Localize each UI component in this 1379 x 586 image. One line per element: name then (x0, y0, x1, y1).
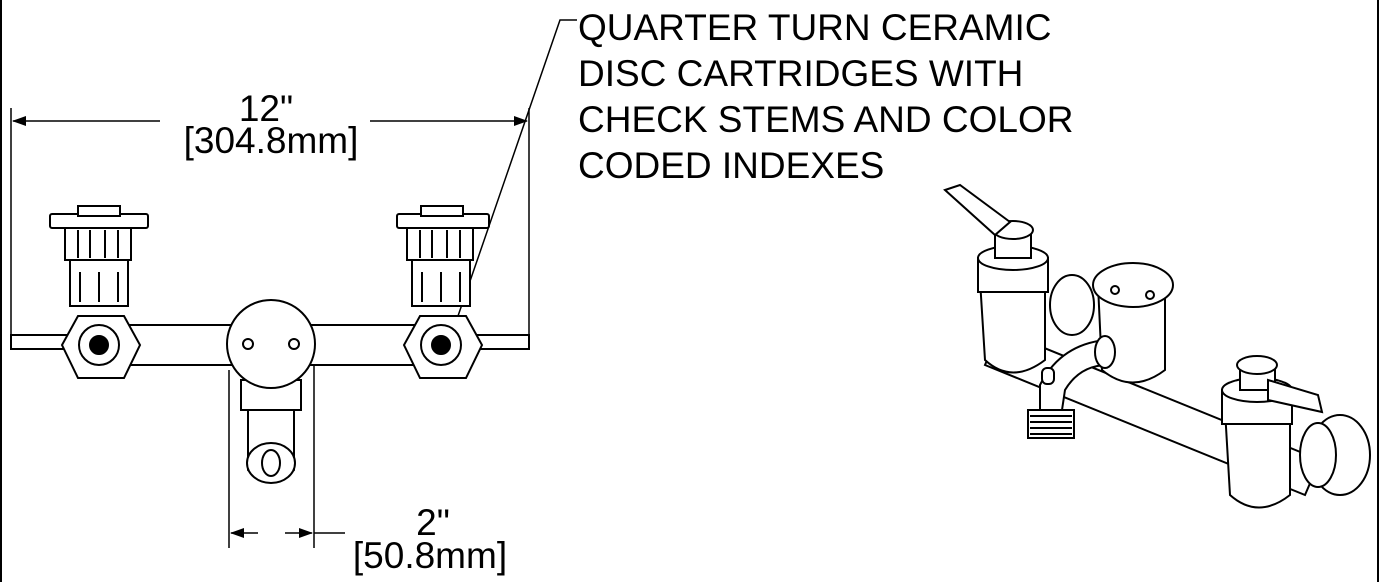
callout-leader-line (447, 19, 577, 346)
front-view (10, 205, 530, 484)
callout-line-2: DISC CARTRIDGES WITH (578, 53, 1024, 94)
overall-width-mm: [304.8mm] (183, 120, 359, 161)
right-handle-top (420, 205, 464, 217)
overall-width-inches: 12" (238, 88, 294, 129)
iso-right-lever (1267, 378, 1324, 414)
hub-screw-right (288, 338, 300, 350)
iso-flange-left (1049, 274, 1095, 336)
center-hub (226, 299, 316, 389)
iso-spout-collar (1094, 335, 1116, 369)
spout-outlet-hole (261, 449, 281, 477)
left-index-screw (89, 335, 109, 355)
right-valve (396, 205, 490, 379)
iso-hub-screw-right (1145, 290, 1155, 300)
hub-screw-left (242, 338, 254, 350)
iso-right-valve-body (1223, 409, 1291, 509)
iso-hub-screw-left (1110, 285, 1120, 295)
left-bonnet-nut (64, 227, 132, 261)
iso-left-valve-body (978, 279, 1046, 374)
spout-offset-mm: [50.8mm] (352, 535, 508, 576)
isometric-view (943, 183, 1371, 509)
left-handle-top (77, 205, 121, 217)
right-bonnet-nut (406, 227, 474, 261)
right-index-screw (431, 335, 451, 355)
callout-line-3: CHECK STEMS AND COLOR (578, 99, 1074, 140)
iso-spout (1027, 335, 1116, 439)
callout-line-4: CODED INDEXES (578, 145, 885, 186)
cartridge-callout: QUARTER TURN CERAMIC DISC CARTRIDGES WIT… (578, 5, 1073, 189)
callout-line-1: QUARTER TURN CERAMIC (578, 7, 1052, 48)
iso-hub-cap (1092, 262, 1174, 308)
spout-offset-inches: 2" (416, 502, 450, 543)
iso-left-lever (943, 183, 1012, 237)
iso-left-valve (943, 183, 1049, 374)
spout-offset-dimension (228, 355, 345, 548)
iso-right-valve (1221, 355, 1324, 509)
iso-right-index (1236, 355, 1278, 375)
center-spout (226, 299, 316, 484)
iso-vacuum-breaker (1041, 367, 1055, 385)
iso-flange-nut-right (1299, 422, 1337, 488)
overall-width-dimension (10, 108, 530, 345)
left-valve (49, 205, 149, 379)
